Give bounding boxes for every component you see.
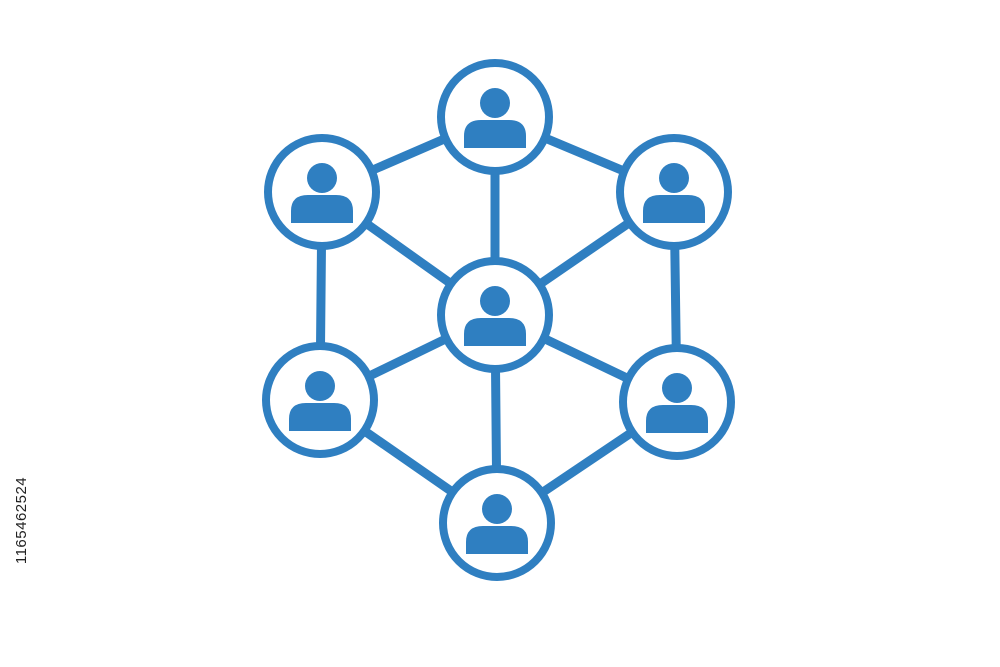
node-lower-right — [619, 344, 735, 460]
node-upper-right — [616, 134, 732, 250]
node-lower-left — [262, 342, 378, 458]
person-icon — [646, 373, 708, 433]
person-icon — [291, 163, 353, 223]
stock-id-watermark: 1165462524 — [10, 420, 34, 620]
stock-id-text: 1165462524 — [13, 476, 31, 564]
node-upper-left — [264, 134, 380, 250]
person-icon — [464, 286, 526, 346]
node-bottom — [439, 465, 555, 581]
person-icon — [464, 88, 526, 148]
node-center — [437, 257, 553, 373]
nodes-layer — [262, 59, 735, 581]
person-icon — [289, 371, 351, 431]
node-top — [437, 59, 553, 175]
person-icon — [643, 163, 705, 223]
person-icon — [466, 494, 528, 554]
